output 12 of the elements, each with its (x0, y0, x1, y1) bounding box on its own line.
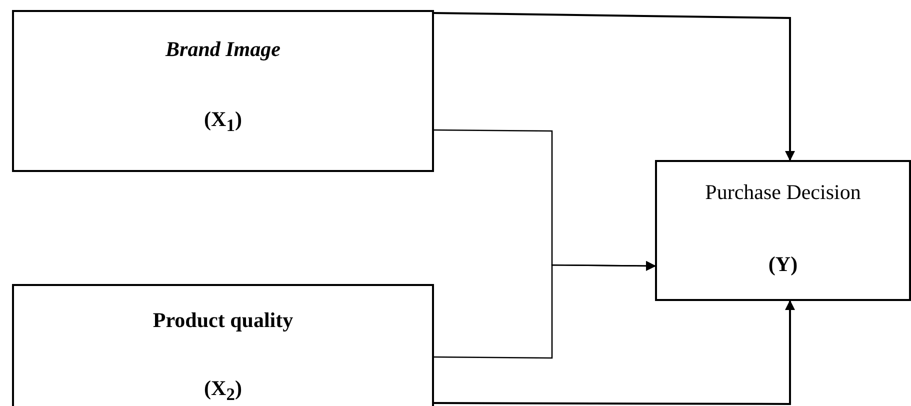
variable-box (12, 10, 434, 172)
variable-name: Brand Image (166, 37, 280, 62)
arrow (434, 260, 656, 359)
arrow (434, 12, 795, 161)
variable-box (655, 160, 911, 301)
variable-symbol: (Y) (768, 252, 798, 277)
variable-box (12, 284, 434, 406)
variable-symbol: (X$_{2}$) (204, 376, 242, 406)
arrow (434, 300, 795, 405)
variable-symbol: (X$_{1}$) (204, 107, 242, 136)
variable-name: Purchase Decision (705, 180, 861, 205)
variable-name: Product quality (152, 308, 294, 333)
